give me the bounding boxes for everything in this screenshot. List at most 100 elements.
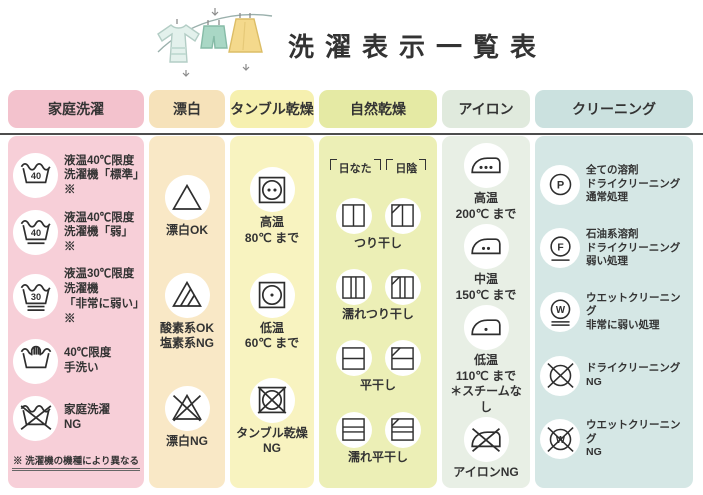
wash-ng-icon xyxy=(20,405,51,431)
row-label: 40℃限度 手洗い xyxy=(64,347,112,374)
symbol-circle: 30 xyxy=(13,274,58,320)
symbol-circle xyxy=(540,355,580,396)
symbol-circle: F xyxy=(540,228,580,269)
iron-row-1: 高温 200℃ まで xyxy=(447,143,525,222)
subheader-sun: 日なた xyxy=(329,158,381,180)
symbol-circle xyxy=(463,305,509,351)
symbol-circle xyxy=(463,417,509,463)
column-header-tumble-dry: タンブル乾燥 xyxy=(230,90,314,128)
column-header-iron: アイロン xyxy=(442,90,530,128)
bleach-row-2: 酸素系OK 塩素系NG xyxy=(154,272,220,352)
column-body-tumble-dry: 高温 80℃ まで低温 60℃ までタンブル乾燥 NG xyxy=(230,136,314,488)
row-label: 中温 150℃ まで xyxy=(455,272,517,302)
symbol-circle xyxy=(384,411,421,448)
washtub-40-icon: 40 xyxy=(20,162,51,183)
natural-dry-row-2: 濡れつり干し xyxy=(324,269,432,322)
home-wash-row-4: 40℃限度 手洗い xyxy=(13,338,139,384)
tumble-dry-row-3: タンブル乾燥 NG xyxy=(235,377,309,457)
handwash-icon xyxy=(20,345,51,369)
bleach-ng-icon xyxy=(172,393,202,422)
sun-shade-subheaders: 日なた日陰 xyxy=(324,158,432,180)
svg-text:40: 40 xyxy=(30,171,40,181)
page-title: 洗濯表示一覧表 xyxy=(287,31,547,62)
symbol-circle xyxy=(384,340,421,377)
natural-dry-row-4: 濡れ平干し xyxy=(324,411,432,465)
symbol-pair xyxy=(335,340,421,377)
iron-ng-icon xyxy=(471,427,501,452)
dry-clean-f-icon: F xyxy=(549,236,571,261)
row-label: 酸素系OK 塩素系NG xyxy=(159,320,214,350)
svg-text:30: 30 xyxy=(30,292,40,302)
row-label: 液温40℃限度 洗濯機「弱」※ xyxy=(64,211,135,254)
iron-row-4: アイロンNG xyxy=(447,417,525,480)
symbol-circle xyxy=(335,269,372,306)
row-label: 低温 110℃ まで ＊スチームなし xyxy=(450,353,522,414)
tumble-ng-icon xyxy=(257,386,287,415)
row-label: 濡れつり干し xyxy=(342,307,414,322)
row-label: タンブル乾燥 NG xyxy=(236,425,308,456)
row-label: 平干し xyxy=(359,378,396,393)
row-label: 液温40℃限度 洗濯機「標準」※ xyxy=(64,154,139,197)
column-iron: アイロン高温 200℃ まで中温 150℃ まで低温 110℃ まで ＊スチーム… xyxy=(442,90,530,488)
bleach-row-1: 漂白OK xyxy=(154,175,220,238)
wet-flat-dry-shade-icon xyxy=(391,418,414,441)
row-label: 漂白OK xyxy=(165,223,208,238)
iron-row-2: 中温 150℃ まで xyxy=(447,224,525,303)
row-label: ウエットクリーニング NG xyxy=(586,419,681,459)
symbol-circle: P xyxy=(540,164,580,205)
washer-model-footnote: ※ 洗濯機の機種により異なる xyxy=(12,453,140,471)
row-label: 石油系溶剤 ドライクリーニング 弱い処理 xyxy=(586,228,681,268)
svg-text:P: P xyxy=(556,179,563,191)
symbol-circle xyxy=(13,395,58,441)
wet-clean-w-icon: W xyxy=(550,299,570,326)
column-home-wash: 家庭洗濯 40 液温40℃限度 洗濯機「標準」※ 40 液温40℃限度 洗濯機「弱」※ 3… xyxy=(8,90,144,488)
symbol-circle xyxy=(164,175,210,221)
iron-low-icon xyxy=(471,319,501,336)
tumble-dry-row-1: 高温 80℃ まで xyxy=(235,167,309,246)
svg-text:40: 40 xyxy=(30,228,40,238)
symbol-circle xyxy=(249,167,295,213)
column-header-home-wash: 家庭洗濯 xyxy=(8,90,144,128)
row-label: アイロンNG xyxy=(453,465,519,480)
bleach-ok-icon xyxy=(172,183,202,210)
wet-clean-ng-icon: W xyxy=(546,426,574,452)
cleaning-row-5: W ウエットクリーニング NG xyxy=(540,419,688,460)
home-wash-row-1: 40 液温40℃限度 洗濯機「標準」※ xyxy=(13,153,139,199)
row-label: 家庭洗濯 NG xyxy=(64,404,110,432)
column-tumble-dry: タンブル乾燥高温 80℃ まで低温 60℃ までタンブル乾燥 NG xyxy=(230,90,314,488)
column-header-bleach: 漂白 xyxy=(149,90,225,128)
flat-dry-shade-icon xyxy=(391,347,414,370)
symbol-circle xyxy=(335,340,372,377)
iron-mid-icon xyxy=(471,238,501,255)
symbol-circle xyxy=(463,224,509,270)
row-label: ドライクリーニング NG xyxy=(586,362,681,388)
symbol-circle xyxy=(164,385,210,431)
header-separator-line xyxy=(0,133,703,135)
home-wash-row-5: 家庭洗濯 NG xyxy=(13,395,139,441)
subheader-shade: 日陰 xyxy=(386,158,427,180)
symbol-circle xyxy=(335,411,372,448)
column-header-cleaning: クリーニング xyxy=(535,90,693,128)
symbol-circle xyxy=(249,272,295,318)
clothesline-illustration xyxy=(156,4,274,86)
column-header-natural-dry: 自然乾燥 xyxy=(319,90,437,128)
natural-dry-row-3: 平干し xyxy=(324,340,432,393)
svg-text:F: F xyxy=(557,242,563,253)
symbol-circle xyxy=(13,338,58,384)
symbol-circle xyxy=(384,197,421,234)
care-table: 家庭洗濯 40 液温40℃限度 洗濯機「標準」※ 40 液温40℃限度 洗濯機「弱」※ 3… xyxy=(0,90,703,488)
washtub-40-weak-icon: 40 xyxy=(20,219,51,244)
washtub-30-very-weak-icon: 30 xyxy=(20,283,51,311)
symbol-circle xyxy=(164,272,210,318)
row-label: 濡れ平干し xyxy=(347,449,408,464)
symbol-pair xyxy=(335,197,421,234)
title-bar: 洗濯表示一覧表 xyxy=(0,0,703,90)
